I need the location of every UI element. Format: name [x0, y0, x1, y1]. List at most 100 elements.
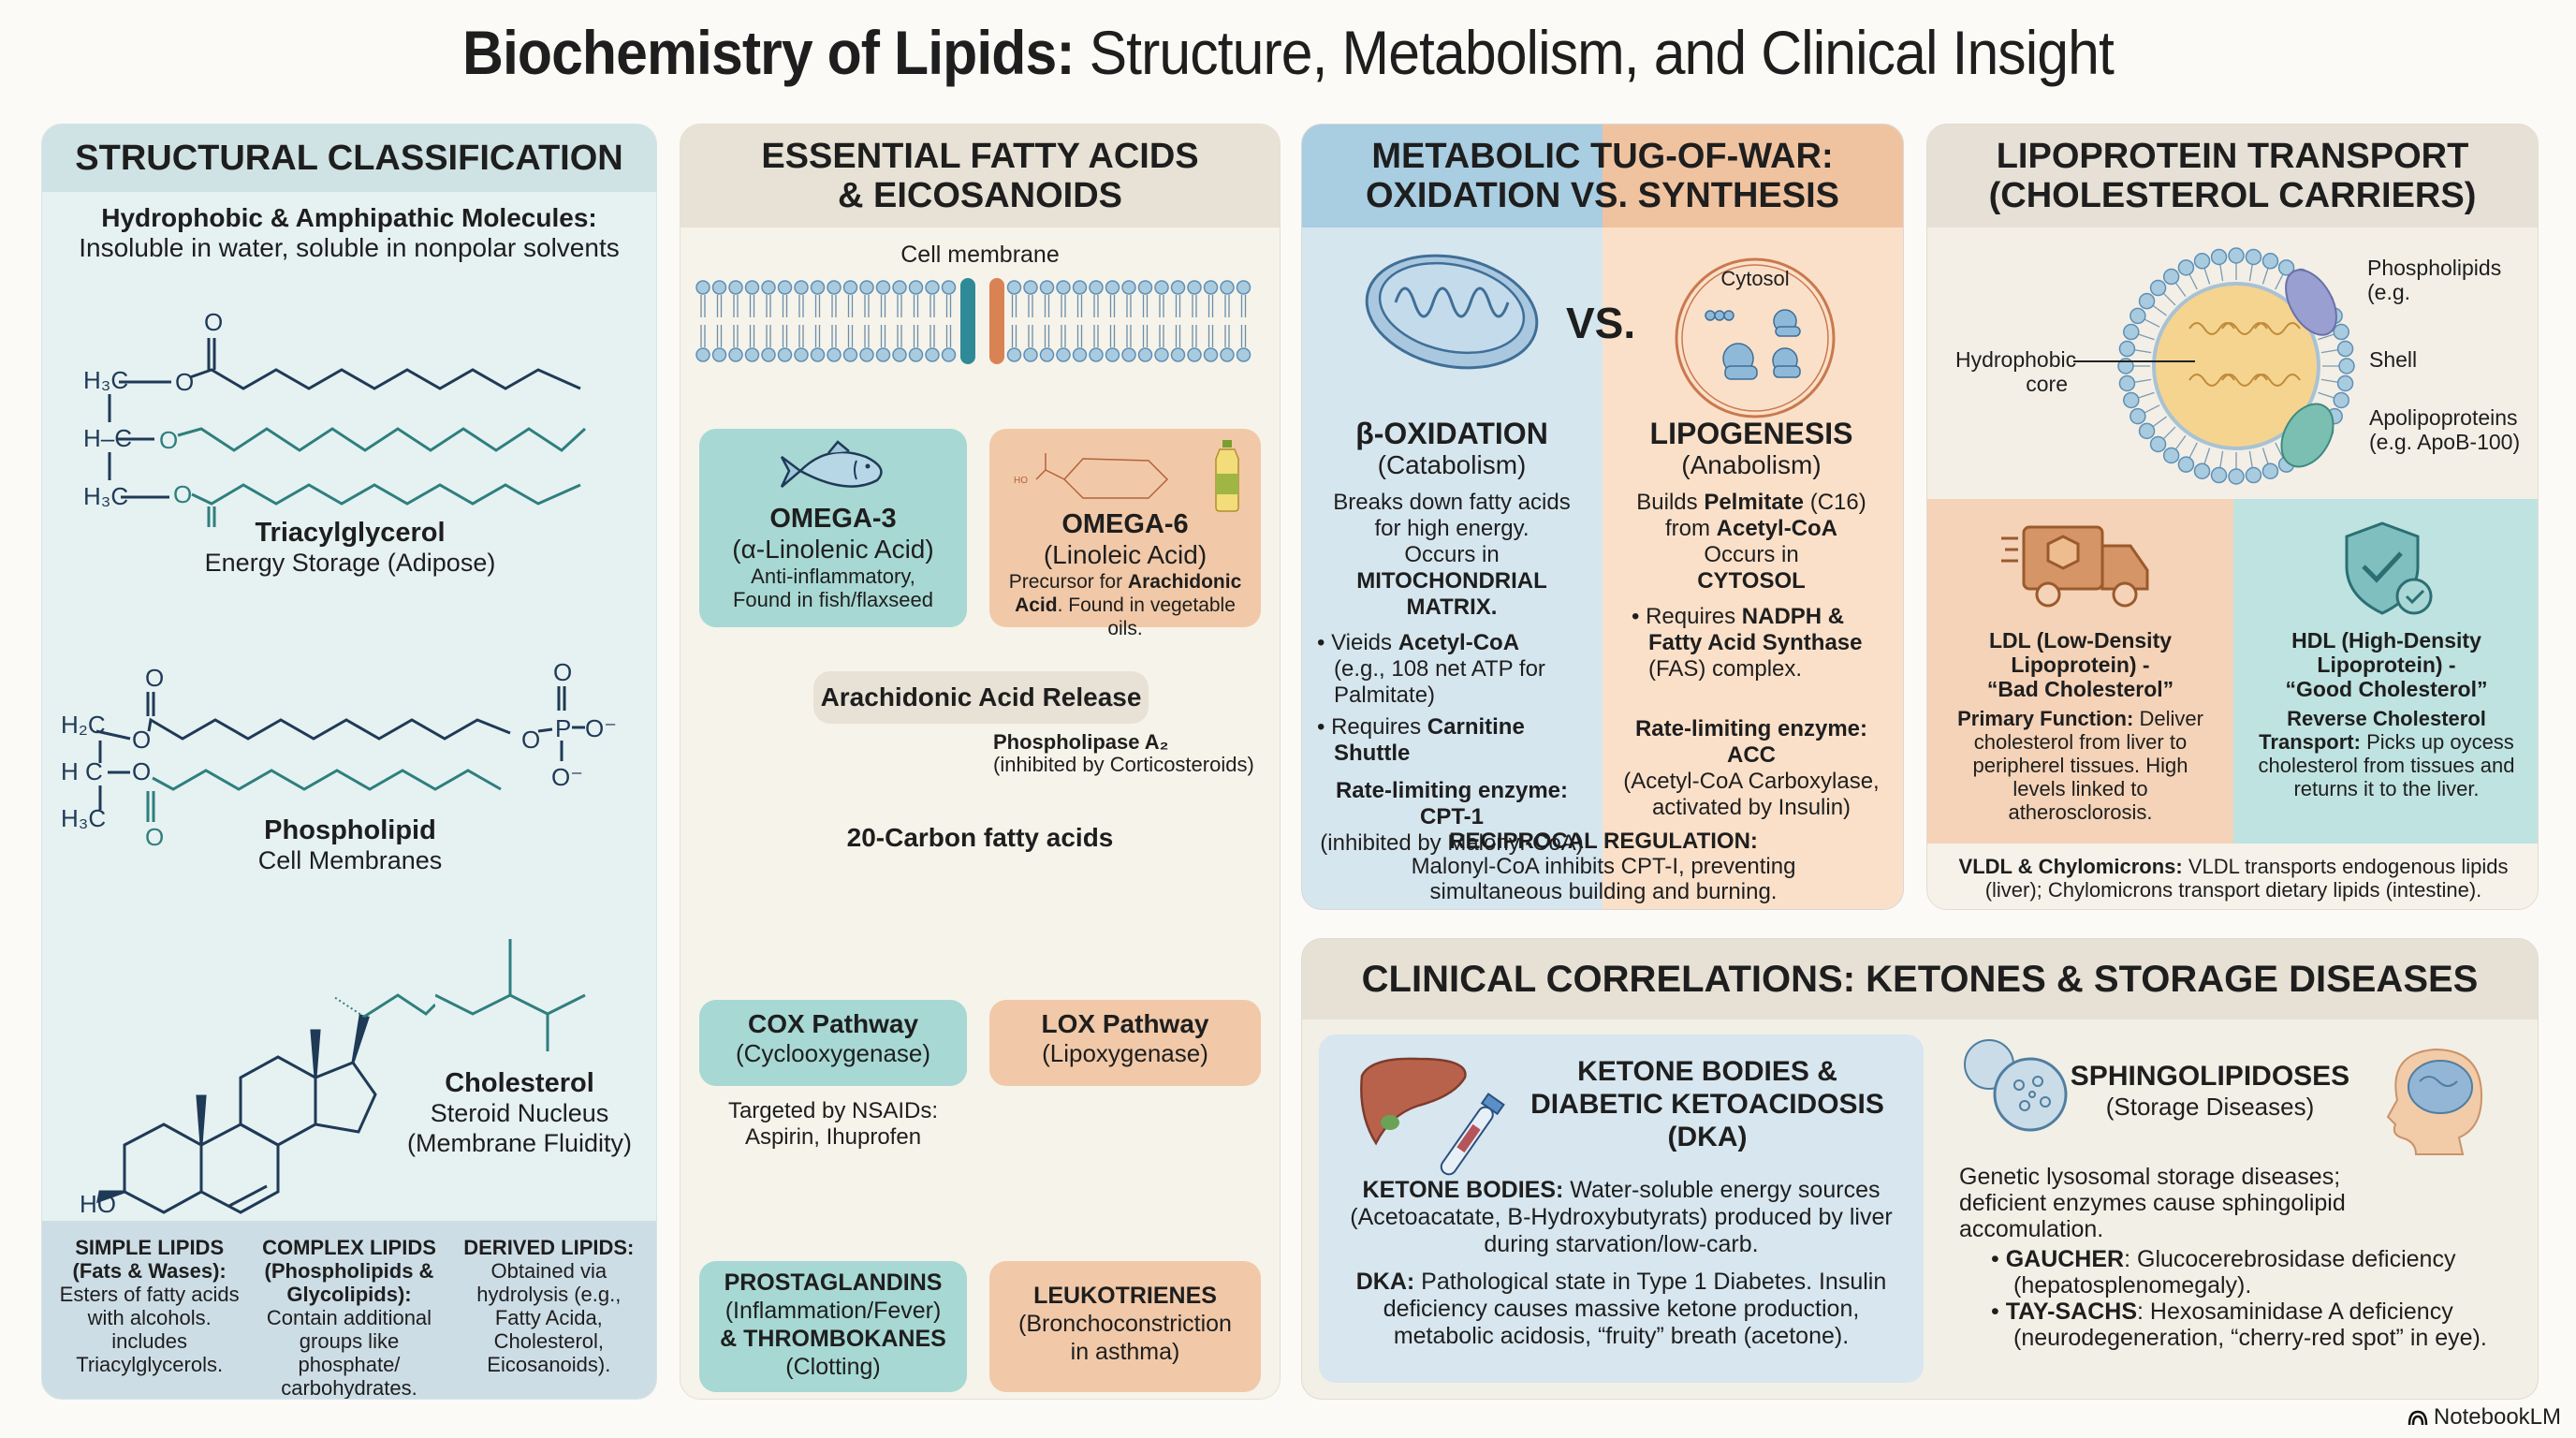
class-text: Contain additional groups like phosphate…: [266, 1306, 432, 1400]
sphingo-title: SPHINGOLIPIDOSES (Storage Diseases): [2070, 1061, 2350, 1122]
test-tube-icon: [1440, 1093, 1505, 1176]
t: Carnitine Shuttle: [1334, 714, 1525, 766]
label-line: Hydrophobic: [1955, 347, 2077, 372]
panel-heading: LIPOPROTEIN TRANSPORT (CHOLESTEROL CARRI…: [1927, 125, 2538, 227]
t: (DKA): [1667, 1122, 1748, 1152]
linoleic-acid-structure-icon: HO: [1014, 453, 1169, 499]
class-derived: DERIVED LIPIDS: Obtained via hydrolysis …: [456, 1236, 641, 1399]
t: LDL (Low-Density: [1988, 628, 2173, 653]
triacylglycerol-structure-icon: H₃C H–C H₃C O O O O O: [83, 308, 587, 527]
svg-text:O: O: [175, 368, 194, 396]
omega3-title: OMEGA-3: [769, 504, 897, 534]
sphingo-intro: Genetic lysosomal storage diseases; defi…: [1959, 1164, 2346, 1242]
leukotrienes-card: LEUKOTRIENES (Bronchoconstriction in ast…: [989, 1261, 1261, 1392]
svg-text:HO: HO: [1014, 476, 1028, 486]
svg-text:O: O: [145, 664, 164, 692]
enzyme-inhibitor: (inhibited by Corticosteroids): [993, 753, 1254, 776]
svg-text:H₂C: H₂C: [61, 711, 106, 739]
hdl-card: HDL (High-Density Lipoprotein) - “Good C…: [2233, 499, 2538, 844]
class-simple: SIMPLE LIPIDS (Fats & Wases): Esters of …: [56, 1236, 242, 1399]
t: (e.g., 108 net ATP for Palmitate): [1334, 656, 1545, 708]
cell-membrane-icon: [695, 278, 1251, 364]
intro: Hydrophobic & Amphipathic Molecules: Ins…: [42, 203, 656, 263]
list-item: • TAY-SACHS: Hexosaminidase A deficiency…: [1991, 1299, 2487, 1351]
lipid-classes: SIMPLE LIPIDS (Fats & Wases): Esters of …: [42, 1221, 656, 1399]
omega6-text: Precursor for Arachidonic Acid. Found in…: [989, 570, 1261, 640]
omega3-sub: (α-Linolenic Acid): [732, 535, 934, 564]
text-bold: Arachidonic: [1127, 571, 1242, 593]
core-leader-line: [2073, 360, 2195, 362]
rate-label: Rate-limiting enzyme:: [1335, 778, 1569, 803]
heading-line-1: LIPOPROTEIN TRANSPORT: [1996, 137, 2469, 176]
structural-classification-panel: STRUCTURAL CLASSIFICATION Hydrophobic & …: [41, 124, 657, 1400]
class-text: Obtained via hydrolysis (e.g., Fatty Aci…: [476, 1259, 622, 1376]
column-sub: (Catabolism): [1377, 450, 1527, 479]
prostaglandins-card: PROSTAGLANDINS (Inflammation/Fever) & TH…: [699, 1261, 967, 1392]
t: Lipoprotein) -: [2317, 653, 2456, 677]
t: Requires: [1331, 714, 1427, 740]
svg-text:O: O: [173, 480, 192, 508]
metabolic-panel: METABOLIC TUG-OF-WAR: OXIDATION VS. SYNT…: [1301, 124, 1904, 910]
class-title: DERIVED LIPIDS:: [463, 1236, 635, 1259]
nsaid-note: Targeted by NSAIDs: Aspirin, Ihuprofen: [699, 1098, 967, 1151]
panel-heading: ESSENTIAL FATTY ACIDS & EICOSANOIDS: [681, 125, 1280, 227]
svg-text:O⁻: O⁻: [585, 714, 617, 742]
ldl-card: LDL (Low-Density Lipoprotein) - “Bad Cho…: [1927, 499, 2233, 844]
class-complex: COMPLEX LIPIDS (Phospholipids & Glycolip…: [256, 1236, 442, 1399]
lipogenesis-column: LIPOGENESIS (Anabolism) Builds Pelmitate…: [1611, 417, 1892, 821]
class-text: Esters of fatty acids with alcohols. inc…: [59, 1283, 240, 1376]
t: VLDL & Chylomicrons:: [1958, 855, 2183, 878]
t: Builds: [1636, 490, 1705, 515]
ldl-text: Primary Function: Deliver cholesterol fr…: [1927, 707, 2233, 824]
t: Pelmitate: [1704, 490, 1805, 515]
sphingo-list: • GAUCHER: Glucocerebrosidase deficiency…: [1991, 1246, 2496, 1351]
rate-note-1: (Acetyl-CoA Carboxylase,: [1623, 769, 1880, 794]
occurs: Occurs in: [1704, 542, 1799, 567]
desc-2: from Acetyl-CoA: [1611, 516, 1892, 542]
class-sub: (Fats & Wases):: [72, 1259, 227, 1283]
t: Requires: [1646, 604, 1742, 629]
nsaid-line-2: Aspirin, Ihuprofen: [744, 1124, 922, 1150]
svg-text:O: O: [159, 426, 178, 454]
bullet-1: • Vieids Acetyl-CoA(e.g., 108 net ATP fo…: [1317, 630, 1545, 708]
t: Reverse Cholesterol Transport:: [2259, 707, 2486, 754]
thrombo-title: & THROMBOKANES: [720, 1326, 946, 1352]
molecule-name: Cholesterol: [445, 1068, 594, 1098]
rate-enzyme: ACC: [1727, 742, 1776, 768]
svg-text:HO: HO: [80, 1190, 116, 1218]
t: GAUCHER: [2005, 1246, 2125, 1272]
reciprocal-regulation: RECIPROCAL REGULATION: Malonyl-CoA inhib…: [1302, 829, 1903, 904]
t: Picks up oycess cholesterol from tissues…: [2258, 730, 2515, 800]
leuko-sub-2: in asthma): [1070, 1339, 1180, 1365]
delivery-truck-icon: [2000, 525, 2148, 608]
t: Vieids: [1331, 630, 1398, 655]
ketone-title: KETONE BODIES & DIABETIC KETOACIDOSIS (D…: [1525, 1055, 1890, 1153]
label-line: (e.g.: [2367, 280, 2411, 304]
shell-label: Shell: [2369, 347, 2418, 372]
svg-text:O: O: [132, 726, 151, 754]
location: MITOCHONDRIAL MATRIX.: [1356, 568, 1547, 620]
label-line: core: [2026, 372, 2068, 396]
svg-text:P: P: [555, 714, 571, 742]
svg-text:O: O: [553, 658, 572, 686]
beta-oxidation-column: β-OXIDATION (Catabolism) Breaks down fat…: [1311, 417, 1592, 857]
heading-line-2: & EICOSANOIDS: [837, 176, 1123, 215]
reciprocal-line-1: Malonyl-CoA inhibits CPT-I, preventing: [1411, 854, 1796, 879]
label-line: Phospholipids: [2367, 256, 2502, 280]
page-title: Biochemistry of Lipids: Structure, Metab…: [103, 17, 2473, 88]
lox-title: LOX Pathway: [1041, 1009, 1209, 1038]
t: “Good Cholesterol”: [2285, 677, 2488, 701]
column-title: β-OXIDATION: [1355, 417, 1548, 450]
desc-2: for high energy.: [1374, 516, 1530, 541]
rate-enzyme: CPT-1: [1419, 804, 1484, 829]
svg-text:O⁻: O⁻: [551, 763, 583, 791]
hdl-text: Reverse Cholesterol Transport: Picks up …: [2233, 707, 2538, 800]
ketone-card: KETONE BODIES & DIABETIC KETOACIDOSIS (D…: [1319, 1034, 1924, 1383]
enzyme-name: Phospholipase A₂: [993, 730, 1169, 754]
omega3-text-2: Found in fish/flaxseed: [732, 588, 934, 611]
ketone-text: KETONE BODIES: Water-soluble energy sour…: [1341, 1177, 1901, 1258]
lipoprotein-particle-icon: [2117, 247, 2355, 485]
t: HDL (High-Density: [2291, 628, 2481, 653]
phospholipid-structure-icon: H₂C H C H₃C O O O O O P O⁻ O O⁻: [61, 658, 617, 851]
cox-sub: (Cyclooxygenase): [735, 1039, 931, 1067]
